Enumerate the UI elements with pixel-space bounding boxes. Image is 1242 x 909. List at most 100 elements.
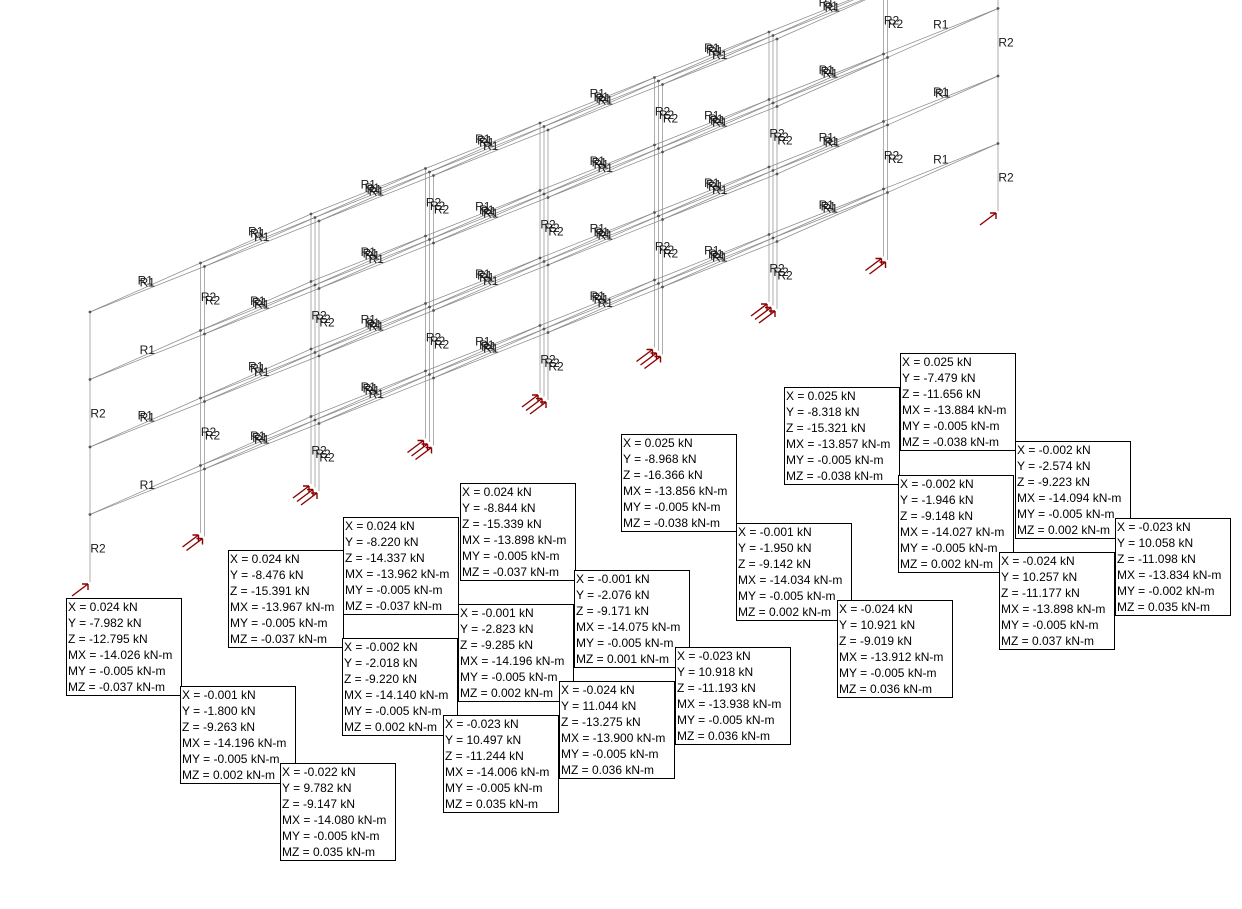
beam-member[interactable] xyxy=(433,197,549,244)
beam-member[interactable] xyxy=(314,374,430,421)
frame-node[interactable] xyxy=(313,418,317,422)
beam-member[interactable] xyxy=(772,121,884,171)
beam-member[interactable] xyxy=(89,401,205,448)
beam-member[interactable] xyxy=(887,75,999,126)
beam-member[interactable] xyxy=(433,261,545,311)
frame-node[interactable] xyxy=(203,265,206,268)
beam-member[interactable] xyxy=(425,325,541,372)
beam-member[interactable] xyxy=(314,306,430,353)
frame-node[interactable] xyxy=(432,376,435,380)
beam-member[interactable] xyxy=(310,168,426,215)
frame-node[interactable] xyxy=(542,192,546,196)
beam-member[interactable] xyxy=(204,419,316,470)
beam-member[interactable] xyxy=(89,465,201,515)
frame-node[interactable] xyxy=(88,445,92,449)
beam-member[interactable] xyxy=(200,348,312,399)
beam-member[interactable] xyxy=(433,193,545,244)
beam-member[interactable] xyxy=(200,284,316,331)
beam-member[interactable] xyxy=(318,377,434,424)
beam-member[interactable] xyxy=(314,171,430,218)
beam-member[interactable] xyxy=(429,122,541,173)
beam-member[interactable] xyxy=(772,188,884,239)
frame-node[interactable] xyxy=(317,354,321,358)
frame-node[interactable] xyxy=(882,120,885,123)
beam-member[interactable] xyxy=(543,279,655,330)
beam-member[interactable] xyxy=(654,31,770,78)
beam-member[interactable] xyxy=(887,8,999,58)
frame-node[interactable] xyxy=(771,34,775,37)
frame-node[interactable] xyxy=(313,351,317,354)
beam-member[interactable] xyxy=(200,213,312,264)
frame-node[interactable] xyxy=(546,331,550,334)
frame-node[interactable] xyxy=(661,285,664,289)
frame-node[interactable] xyxy=(428,373,431,376)
beam-member[interactable] xyxy=(658,35,774,82)
beam-member[interactable] xyxy=(429,193,545,240)
beam-member[interactable] xyxy=(89,330,201,380)
beam-member[interactable] xyxy=(433,129,549,176)
beam-member[interactable] xyxy=(662,170,774,220)
beam-member[interactable] xyxy=(539,279,655,326)
beam-member[interactable] xyxy=(662,35,774,85)
beam-member[interactable] xyxy=(429,257,541,308)
beam-member[interactable] xyxy=(433,264,549,311)
beam-member[interactable] xyxy=(547,283,659,333)
frame-node[interactable] xyxy=(661,150,664,154)
frame-node[interactable] xyxy=(428,238,431,241)
beam-member[interactable] xyxy=(658,102,774,149)
frame-node[interactable] xyxy=(317,287,321,290)
frame-node[interactable] xyxy=(775,240,779,243)
beam-member[interactable] xyxy=(200,416,312,466)
beam-member[interactable] xyxy=(89,397,201,448)
beam-member[interactable] xyxy=(539,77,655,124)
beam-member[interactable] xyxy=(543,283,659,330)
beam-member[interactable] xyxy=(204,217,316,267)
frame-node[interactable] xyxy=(428,305,431,309)
frame-node[interactable] xyxy=(538,189,542,192)
beam-member[interactable] xyxy=(204,220,320,267)
frame-node[interactable] xyxy=(653,76,656,79)
beam-member[interactable] xyxy=(768,121,884,168)
beam-member[interactable] xyxy=(310,303,426,350)
beam-member[interactable] xyxy=(543,77,655,127)
frame-node[interactable] xyxy=(996,142,1000,145)
beam-member[interactable] xyxy=(200,352,316,399)
beam-member[interactable] xyxy=(662,241,778,288)
beam-member[interactable] xyxy=(314,239,430,286)
beam-member[interactable] xyxy=(654,166,770,213)
beam-member[interactable] xyxy=(433,328,545,379)
frame-node[interactable] xyxy=(771,236,775,240)
frame-node[interactable] xyxy=(317,219,321,223)
frame-node[interactable] xyxy=(317,422,321,425)
beam-member[interactable] xyxy=(776,124,888,175)
beam-member[interactable] xyxy=(772,0,884,36)
beam-member[interactable] xyxy=(776,57,888,107)
frame-node[interactable] xyxy=(424,302,427,305)
beam-member[interactable] xyxy=(883,8,999,55)
beam-member[interactable] xyxy=(310,370,426,417)
beam-member[interactable] xyxy=(658,99,770,149)
beam-member[interactable] xyxy=(425,257,541,304)
beam-member[interactable] xyxy=(318,175,434,222)
beam-member[interactable] xyxy=(539,144,655,191)
frame-node[interactable] xyxy=(775,37,779,41)
beam-member[interactable] xyxy=(433,332,549,379)
beam-member[interactable] xyxy=(89,333,205,380)
beam-member[interactable] xyxy=(547,148,659,198)
beam-member[interactable] xyxy=(318,171,430,222)
beam-member[interactable] xyxy=(662,173,778,220)
frame-node[interactable] xyxy=(657,79,660,83)
beam-member[interactable] xyxy=(654,234,770,281)
beam-member[interactable] xyxy=(318,306,430,357)
beam-member[interactable] xyxy=(314,235,426,286)
